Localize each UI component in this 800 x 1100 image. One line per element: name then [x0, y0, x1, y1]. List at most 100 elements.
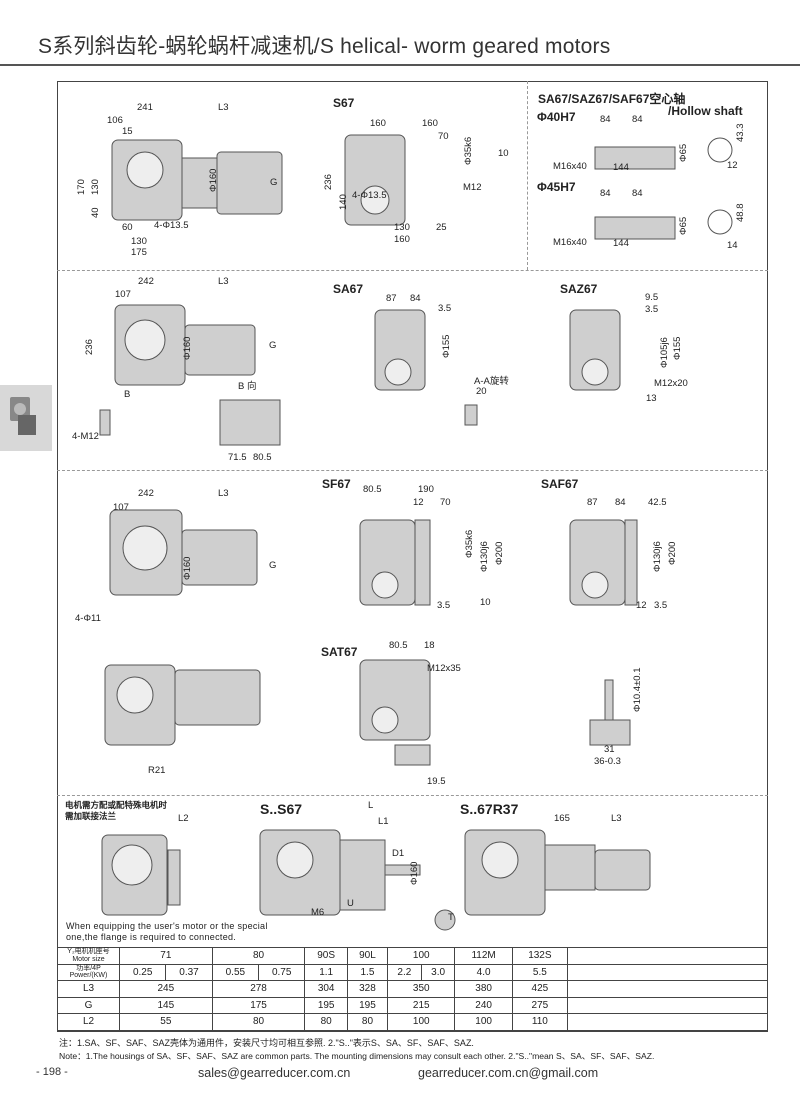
dim: 71.5: [228, 452, 247, 463]
dim: D1: [392, 848, 405, 859]
flange-drawings: [101, 829, 651, 931]
dim: 175: [131, 247, 147, 258]
dim: U: [347, 898, 354, 909]
dim: 84: [600, 114, 611, 125]
dim: 3.5: [654, 600, 668, 611]
drawing-frame: [57, 81, 768, 1032]
dim: 165: [554, 813, 570, 824]
dim: 3.5: [645, 304, 659, 315]
dim: 9.5: [645, 292, 659, 303]
dim: 130: [131, 236, 147, 247]
dim: 42.5: [648, 497, 667, 508]
divider: [57, 270, 768, 271]
dim: 10: [480, 597, 491, 608]
dim: 12: [413, 497, 424, 508]
label-sat67: SAT67: [321, 645, 358, 659]
dim: 84: [632, 114, 643, 125]
email-sales[interactable]: sales@gearreducer.com.cn: [198, 1066, 351, 1080]
dim: 160: [370, 118, 386, 129]
label-b-view: B 向: [238, 381, 257, 392]
label-saf67: SAF67: [541, 477, 579, 491]
dim: 15: [122, 126, 133, 137]
dim: T: [448, 912, 454, 923]
label-s-67r37: S..67R37: [460, 801, 519, 817]
label-hollow-shaft-en: /Hollow shaft: [668, 104, 743, 118]
dim: M16x40: [553, 237, 587, 248]
dim: 4-M12: [72, 431, 99, 442]
dim: G: [269, 340, 277, 351]
dim-phi65: Φ65: [678, 143, 689, 162]
dim-48-8: 48.8: [735, 203, 746, 223]
gearbox-thumbnail-icon: [10, 397, 36, 435]
dim-phi35: Φ35k6: [463, 136, 474, 165]
dim-phi105: Φ105j6: [659, 337, 670, 368]
dim: L3: [218, 488, 229, 499]
dim: 25: [436, 222, 447, 233]
email-gmail[interactable]: gearreducer.com.cn@gmail.com: [418, 1066, 599, 1080]
divider: [527, 81, 528, 270]
dim: 31: [604, 744, 615, 755]
dim: G: [270, 177, 278, 188]
flange-note-en: When equipping the user's motor or the s…: [66, 921, 268, 942]
dim: 241: [137, 102, 153, 113]
dim: 170: [76, 179, 87, 195]
dim: M6: [311, 907, 325, 918]
dim: 80.5: [363, 484, 382, 495]
dim: 3.5: [437, 600, 451, 611]
dim: 4-Φ11: [75, 613, 101, 624]
dim-phi155: Φ155: [441, 334, 452, 358]
dim-phi160: Φ160: [208, 168, 219, 192]
dim: 236: [84, 339, 95, 355]
dim: 160: [394, 234, 410, 245]
dim: 84: [615, 497, 626, 508]
dim: 236: [323, 174, 334, 190]
dim: 4-Φ13.5: [154, 220, 189, 231]
header-rule: [0, 64, 800, 66]
dim: 80.5: [253, 452, 272, 463]
dim: M12: [463, 182, 482, 193]
dim: 107: [113, 502, 129, 513]
dim: 70: [438, 131, 449, 142]
dim-phi10-4: Φ10.4±0.1: [632, 667, 643, 713]
dim: 60: [122, 222, 133, 233]
dim: M12x35: [427, 663, 461, 674]
dim: 12: [636, 600, 647, 611]
label-sf67: SF67: [322, 477, 351, 491]
dim-phi200: Φ200: [494, 541, 505, 565]
dim-43-3: 43.3: [735, 123, 746, 143]
dim-phi160: Φ160: [182, 556, 193, 580]
dim: 14: [727, 240, 738, 251]
divider: [57, 795, 768, 796]
technical-drawings: [99, 134, 733, 766]
dim: 87: [386, 293, 397, 304]
label-b: B: [124, 389, 131, 400]
dim-phi130: Φ130j6: [652, 541, 663, 572]
dim: G: [269, 560, 277, 571]
dim: 107: [115, 289, 131, 300]
dim-phi160: Φ160: [182, 336, 193, 360]
dim: 84: [600, 188, 611, 199]
dim: M12x20: [654, 378, 688, 389]
dim: 12: [727, 160, 738, 171]
dim: L2: [178, 813, 189, 824]
dim: 20: [476, 386, 487, 397]
dim: 144: [613, 238, 629, 249]
label-phi45: Φ45H7: [537, 180, 576, 194]
page-number: - 198 -: [36, 1066, 68, 1078]
divider: [57, 470, 768, 471]
dim-phi35: Φ35k6: [464, 529, 475, 558]
dim: 190: [418, 484, 434, 495]
dim: R21: [148, 765, 166, 776]
dim: 19.5: [427, 776, 446, 787]
dim: 242: [138, 276, 154, 287]
label-aa-rotation: A-A旋转: [474, 376, 509, 387]
dim: 140: [338, 194, 349, 210]
note-en: Note：1.The housings of SA、SF、SAF、SAZ are…: [59, 1051, 655, 1061]
page-title: S系列斜齿轮-蜗轮蜗杆减速机/S helical- worm geared mo…: [38, 35, 611, 58]
dim: L1: [378, 816, 389, 827]
label-hollow-shaft: SA67/SAZ67/SAF67空心轴: [538, 92, 686, 106]
dim: 4-Φ13.5: [352, 190, 387, 201]
